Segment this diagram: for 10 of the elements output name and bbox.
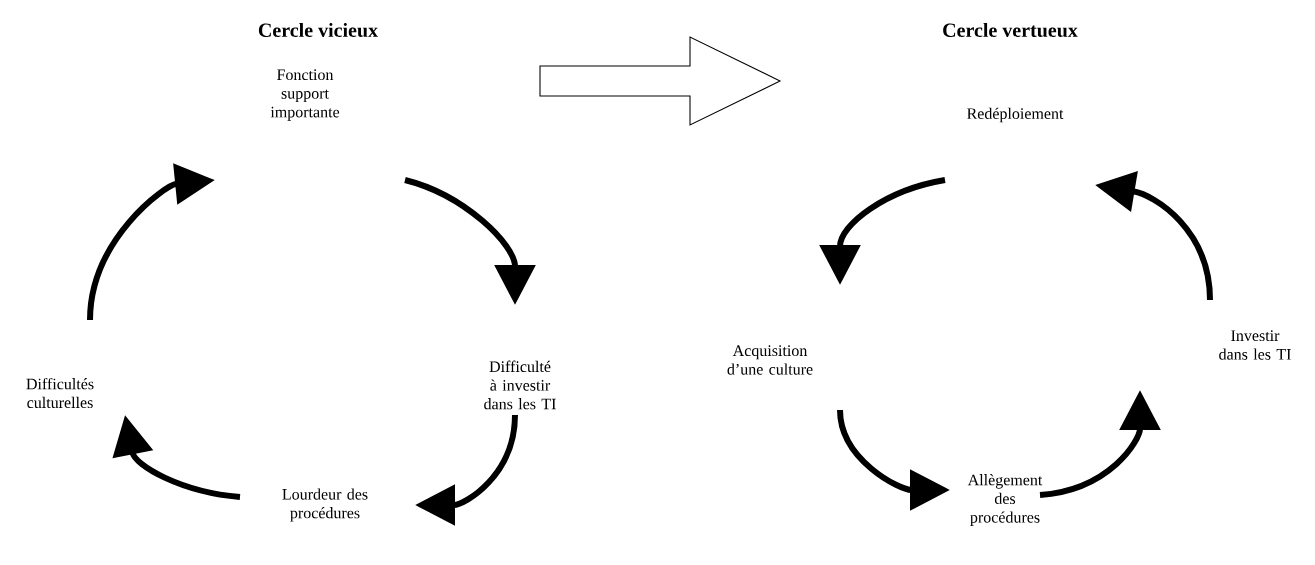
- node-label: Difficultés culturelles: [26, 377, 94, 409]
- node-label: Fonction support importante: [270, 69, 340, 121]
- heading: Cercle vertueux: [943, 22, 1078, 38]
- node-label: Investir dans les TI: [1219, 330, 1291, 360]
- node-label: Allègement des procédures: [967, 474, 1043, 526]
- heading: Cercle vicieux: [258, 22, 378, 38]
- node-label: Difficulté à investir dans les TI: [484, 360, 556, 410]
- node-label: Redéploiement: [967, 107, 1064, 123]
- node-label: Lourdeur des procédures: [282, 488, 368, 522]
- node-label: Acquisition d’une culture: [727, 345, 813, 375]
